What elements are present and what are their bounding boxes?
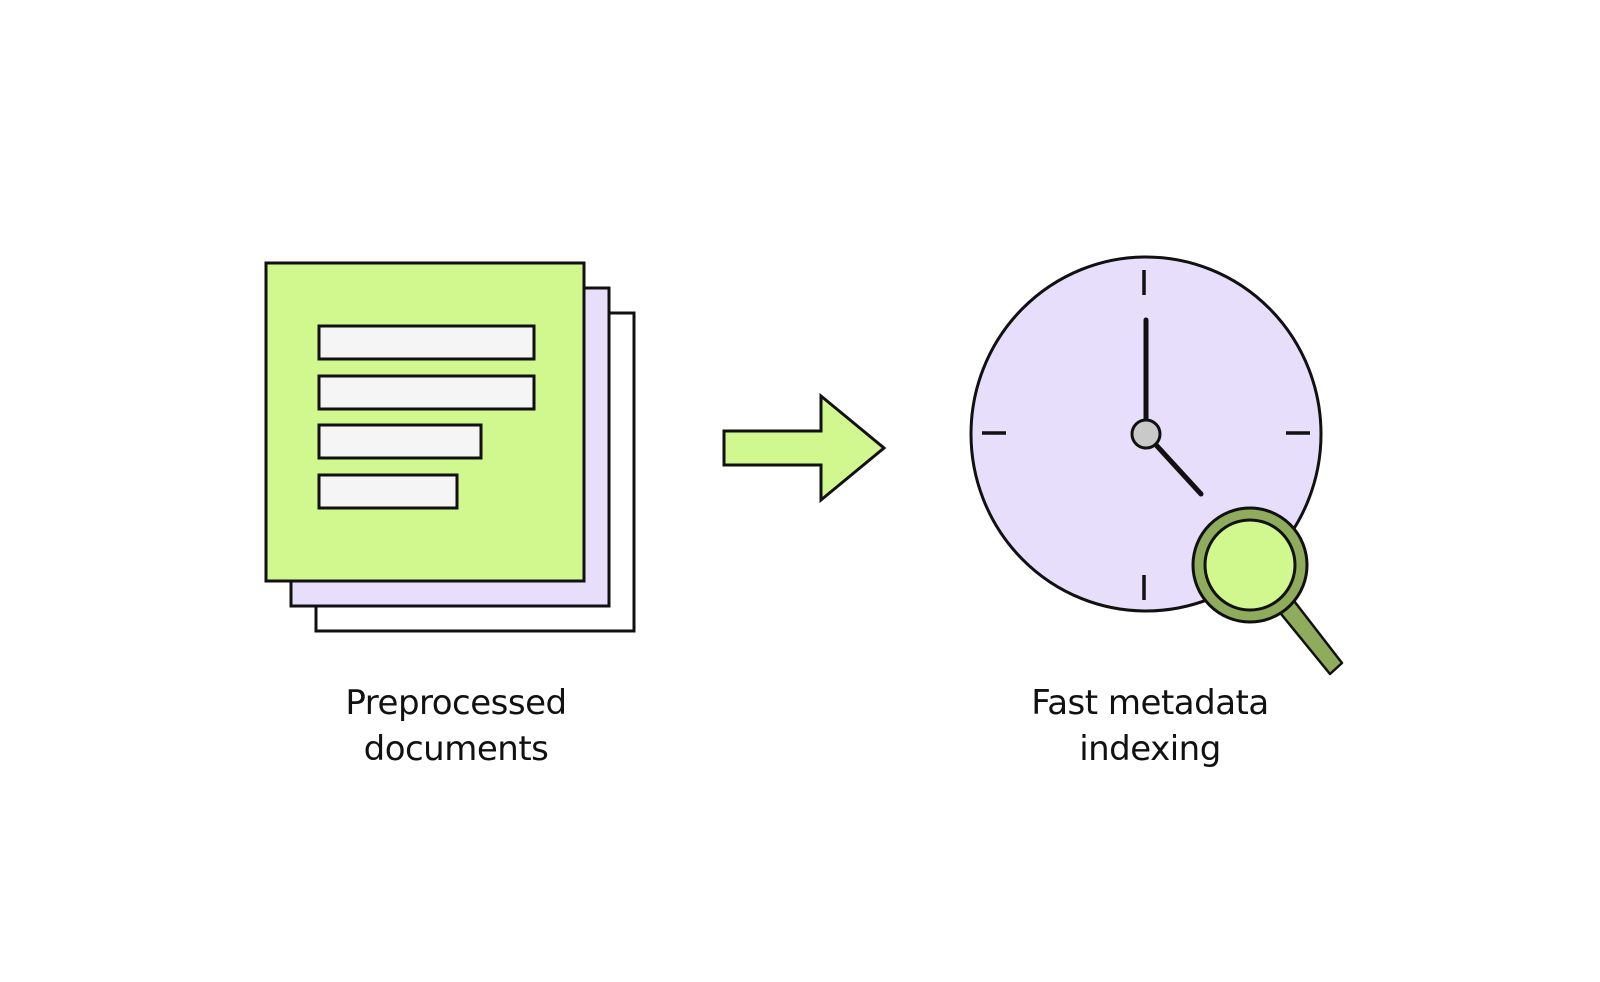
clock-hub [1130, 418, 1162, 450]
fast-metadata-indexing-label: Fast metadata indexing [970, 680, 1330, 772]
front-page [264, 261, 586, 583]
text-line-1 [317, 324, 536, 361]
text-line-2 [317, 374, 536, 411]
document-stack-icon [264, 261, 636, 633]
magnifier-lens [1203, 518, 1297, 612]
label-line: documents [363, 729, 549, 769]
text-line-3 [317, 423, 483, 460]
preprocessed-documents-label: Preprocessed documents [276, 680, 636, 772]
label-line: Preprocessed [345, 683, 567, 723]
magnifier-icon [1191, 506, 1344, 676]
text-line-4 [317, 473, 459, 510]
right-arrow-icon [722, 392, 887, 504]
label-line: Fast metadata [1031, 683, 1269, 723]
label-line: indexing [1079, 729, 1221, 769]
